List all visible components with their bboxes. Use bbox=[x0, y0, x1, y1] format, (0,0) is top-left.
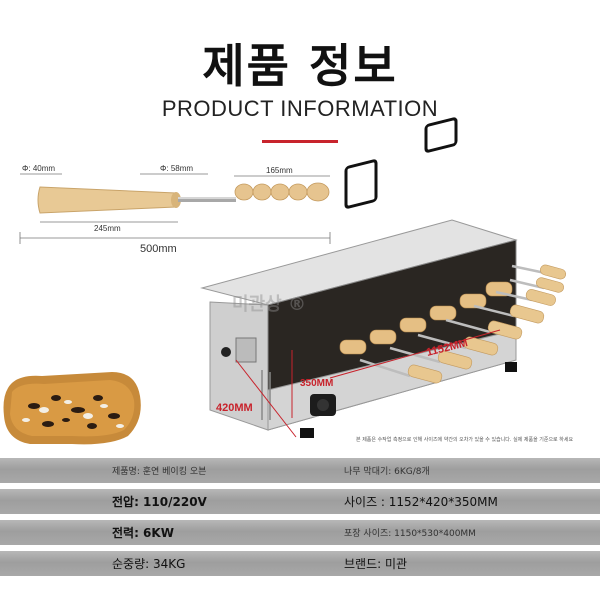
spec-size: 사이즈 : 1152*420*350MM bbox=[344, 495, 498, 509]
page-title-korean: 제품 정보 bbox=[202, 39, 398, 93]
spec-net-weight: 순중량: 34KG bbox=[112, 557, 186, 571]
wooden-stick-image bbox=[37, 182, 330, 214]
dim-machine-width: 420MM bbox=[216, 402, 253, 414]
spec-row: 전력: 6KW 포장 사이즈: 1150*530*400MM bbox=[0, 520, 600, 545]
watermark-text: 미관상 ® bbox=[232, 294, 306, 315]
pastry-photo bbox=[3, 372, 141, 445]
spec-product-name: 제품명: 훈연 베이킹 오븐 bbox=[112, 467, 207, 477]
spec-row: 순중량: 34KG 브랜드: 미관 bbox=[0, 551, 600, 576]
oven-machine-image bbox=[200, 117, 567, 438]
spec-wood-stick: 나무 막대기: 6KG/8개 bbox=[344, 467, 430, 477]
spec-brand: 브랜드: 미관 bbox=[344, 557, 408, 571]
measurement-note: 본 제품은 수작업 측정으로 인해 사이즈에 약간의 오차가 있을 수 있습니다… bbox=[356, 437, 574, 443]
spec-power: 전력: 6KW bbox=[112, 526, 174, 540]
spec-row: 제품명: 훈연 베이킹 오븐 나무 막대기: 6KG/8개 bbox=[0, 458, 600, 483]
spec-row: 전압: 110/220V 사이즈 : 1152*420*350MM bbox=[0, 489, 600, 514]
spec-package-size: 포장 사이즈: 1150*530*400MM bbox=[344, 529, 476, 539]
dim-small-diameter: Φ: 40mm bbox=[22, 164, 56, 173]
dim-roller-length: 245mm bbox=[94, 224, 121, 233]
page-title-english: PRODUCT INFORMATION bbox=[161, 96, 439, 121]
dim-machine-height: 350MM bbox=[300, 378, 334, 389]
dim-total-length: 500mm bbox=[140, 243, 177, 255]
spec-voltage: 전압: 110/220V bbox=[112, 495, 207, 509]
dim-large-diameter: Φ: 58mm bbox=[160, 164, 194, 173]
title-underline bbox=[262, 140, 338, 143]
spec-table: 제품명: 훈연 베이킹 오븐 나무 막대기: 6KG/8개 전압: 110/22… bbox=[0, 458, 600, 582]
dim-handle-length: 165mm bbox=[266, 166, 293, 175]
